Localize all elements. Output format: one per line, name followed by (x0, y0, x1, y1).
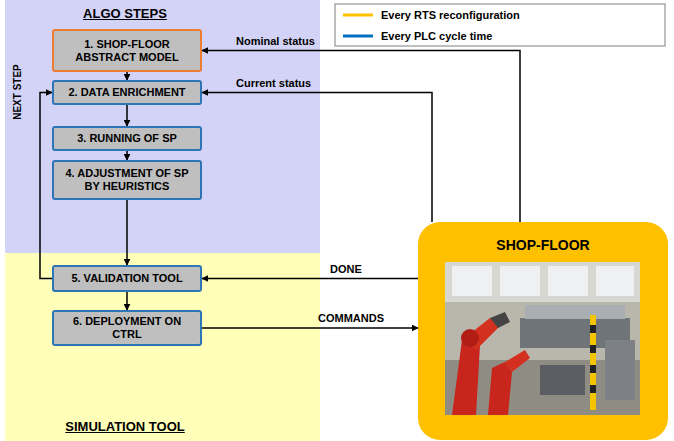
shop-floor-box: SHOP-FLOOR (418, 222, 668, 440)
shop-floor-photo (445, 262, 640, 415)
box-label: 5. VALIDATION TOOL (71, 272, 182, 285)
connector-arrow (126, 105, 128, 126)
process-box: 2. DATA ENRICHMENT (52, 80, 202, 105)
process-box: 4. ADJUSTMENT OF SP BY HEURISTICS (52, 160, 202, 200)
box-label: 4. ADJUSTMENT OF SP BY HEURISTICS (59, 167, 195, 193)
algo-band-fill (5, 0, 320, 253)
legend-text: Every PLC cycle time (381, 29, 492, 43)
simulation-band-fill (5, 253, 320, 441)
legend-text: Every RTS reconfiguration (381, 8, 520, 22)
edge-label: DONE (330, 262, 362, 276)
legend-line-sample (343, 14, 373, 17)
process-box: 5. VALIDATION TOOL (52, 265, 202, 292)
legend-frame (335, 4, 665, 46)
process-box: 6. DEPLOYMENT ON CTRL (52, 310, 202, 346)
band-title: ALGO STEPS (35, 6, 215, 21)
connector-arrow (202, 278, 418, 280)
edge-label: Nominal status (236, 34, 315, 48)
connector-arrow (40, 93, 52, 279)
connector-arrow (202, 327, 418, 329)
connector-arrow (126, 151, 128, 160)
connector-arrow (126, 72, 128, 80)
band-title: SIMULATION TOOL (35, 419, 215, 434)
edge-label: COMMANDS (318, 311, 384, 325)
edge-label: Current status (236, 76, 311, 90)
connector-arrow (126, 200, 128, 265)
edge-label: NEXT STEP (11, 64, 25, 120)
process-box: 1. SHOP-FLOOR ABSTRACT MODEL (52, 29, 202, 72)
process-box: 3. RUNNING OF SP (52, 126, 202, 151)
box-label: 6. DEPLOYMENT ON CTRL (59, 315, 195, 341)
box-label: 3. RUNNING OF SP (77, 132, 177, 145)
box-label: 1. SHOP-FLOOR ABSTRACT MODEL (59, 38, 195, 64)
shop-title: SHOP-FLOOR (418, 237, 668, 253)
box-label: 2. DATA ENRICHMENT (68, 86, 185, 99)
legend-line-sample (343, 35, 373, 38)
connector-arrow (202, 93, 432, 223)
connector-arrow (202, 51, 520, 223)
region-band: SIMULATION TOOL 5. VALIDATION TOOL 6. DEPL… (5, 253, 320, 441)
shop-floor-fill (418, 222, 668, 440)
connector-arrow (126, 292, 128, 310)
